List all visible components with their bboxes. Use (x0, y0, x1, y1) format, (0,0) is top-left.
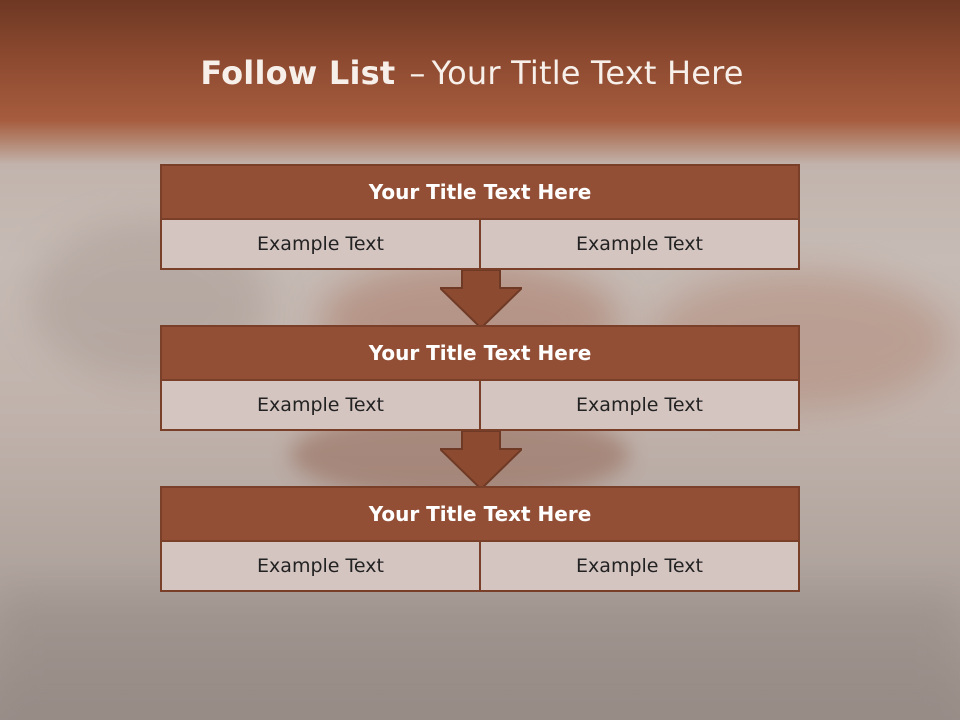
down-arrow-icon (440, 270, 522, 328)
example-text-left: Example Text (160, 220, 481, 270)
block-row: Example Text Example Text (160, 542, 800, 592)
example-text-left: Example Text (160, 542, 481, 592)
example-text-right: Example Text (479, 220, 800, 270)
example-text-left: Example Text (160, 381, 481, 431)
slide-title: Follow List–Your Title Text Here (0, 54, 944, 92)
block-row: Example Text Example Text (160, 381, 800, 431)
down-arrow-icon (440, 431, 522, 489)
block-title: Your Title Text Here (160, 325, 800, 381)
block-row: Example Text Example Text (160, 220, 800, 270)
list-block-1: Your Title Text Here Example Text Exampl… (160, 164, 800, 270)
block-title: Your Title Text Here (160, 486, 800, 542)
example-text-right: Example Text (479, 381, 800, 431)
example-text-right: Example Text (479, 542, 800, 592)
title-bold: Follow List (200, 54, 396, 92)
title-dash: – (409, 54, 426, 92)
title-rest: Your Title Text Here (431, 54, 744, 92)
list-block-3: Your Title Text Here Example Text Exampl… (160, 486, 800, 592)
block-title: Your Title Text Here (160, 164, 800, 220)
list-block-2: Your Title Text Here Example Text Exampl… (160, 325, 800, 431)
